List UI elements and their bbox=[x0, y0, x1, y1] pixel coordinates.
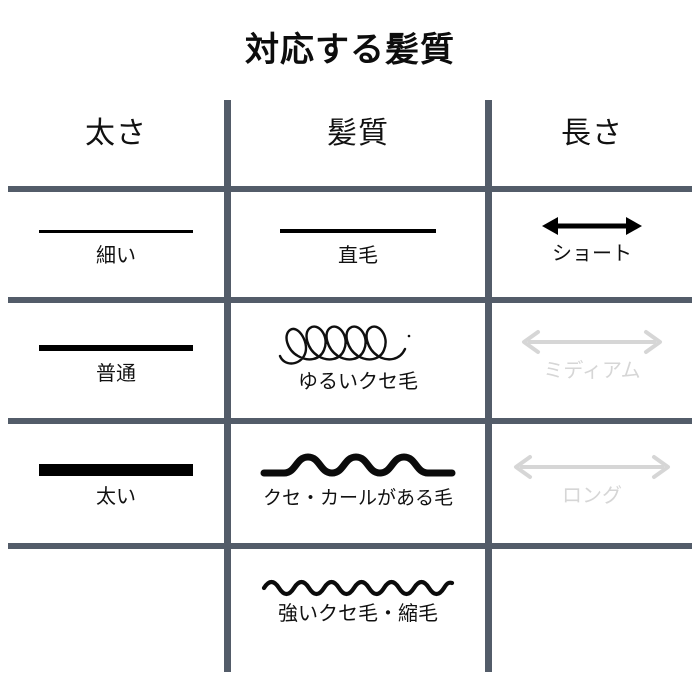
cell-label-thick: 太い bbox=[96, 486, 136, 508]
table-row: 太い bbox=[8, 455, 224, 509]
table-row: ロング bbox=[492, 450, 692, 508]
straight-line-icon bbox=[278, 218, 438, 244]
cell-label-normal: 普通 bbox=[96, 363, 136, 385]
double-arrow-icon-long bbox=[504, 450, 680, 484]
table-row: ショート bbox=[492, 210, 692, 266]
grid-rule-row1 bbox=[8, 297, 692, 303]
grid-rule-row2 bbox=[8, 418, 692, 424]
grid-rule-row3 bbox=[8, 543, 692, 549]
cell-label-loose-curl: ゆるいクセ毛 bbox=[298, 371, 418, 393]
double-arrow-icon-short bbox=[540, 210, 644, 242]
cell-label-curly: クセ・カールがある毛 bbox=[262, 488, 453, 509]
table-row: 強いクセ毛・縮毛 bbox=[231, 570, 485, 626]
grid-divider-left bbox=[224, 100, 231, 672]
cell-label-medium: ミディアム bbox=[543, 360, 641, 382]
wavy-line-icon bbox=[258, 448, 458, 488]
cell-label-long: ロング bbox=[562, 485, 622, 507]
tight-zigzag-icon bbox=[260, 570, 456, 602]
table-row: 普通 bbox=[8, 334, 224, 386]
thick-line-icon bbox=[39, 455, 193, 485]
grid-rule-header bbox=[8, 186, 692, 192]
table-row: ミディアム bbox=[492, 325, 692, 383]
thin-line-icon bbox=[39, 218, 193, 244]
cell-label-short: ショート bbox=[552, 243, 632, 265]
column-header-length: 長さ bbox=[561, 117, 623, 150]
grid-divider-right bbox=[485, 100, 492, 672]
medium-line-icon bbox=[39, 334, 193, 362]
double-arrow-icon-medium bbox=[512, 325, 672, 359]
loose-curl-coil-icon bbox=[274, 314, 442, 370]
cell-label-thin: 細い bbox=[96, 245, 136, 267]
page-title: 対応する髪質 bbox=[245, 31, 455, 69]
table-row: ゆるいクセ毛 bbox=[231, 314, 485, 394]
column-header-thickness: 太さ bbox=[85, 117, 147, 150]
column-header-texture: 髪質 bbox=[327, 117, 389, 150]
table-row: クセ・カールがある毛 bbox=[231, 448, 485, 511]
table-row: 直毛 bbox=[231, 218, 485, 268]
table-row: 細い bbox=[8, 218, 224, 268]
cell-label-straight: 直毛 bbox=[338, 245, 378, 267]
cell-label-very-curly: 強いクセ毛・縮毛 bbox=[278, 603, 438, 625]
